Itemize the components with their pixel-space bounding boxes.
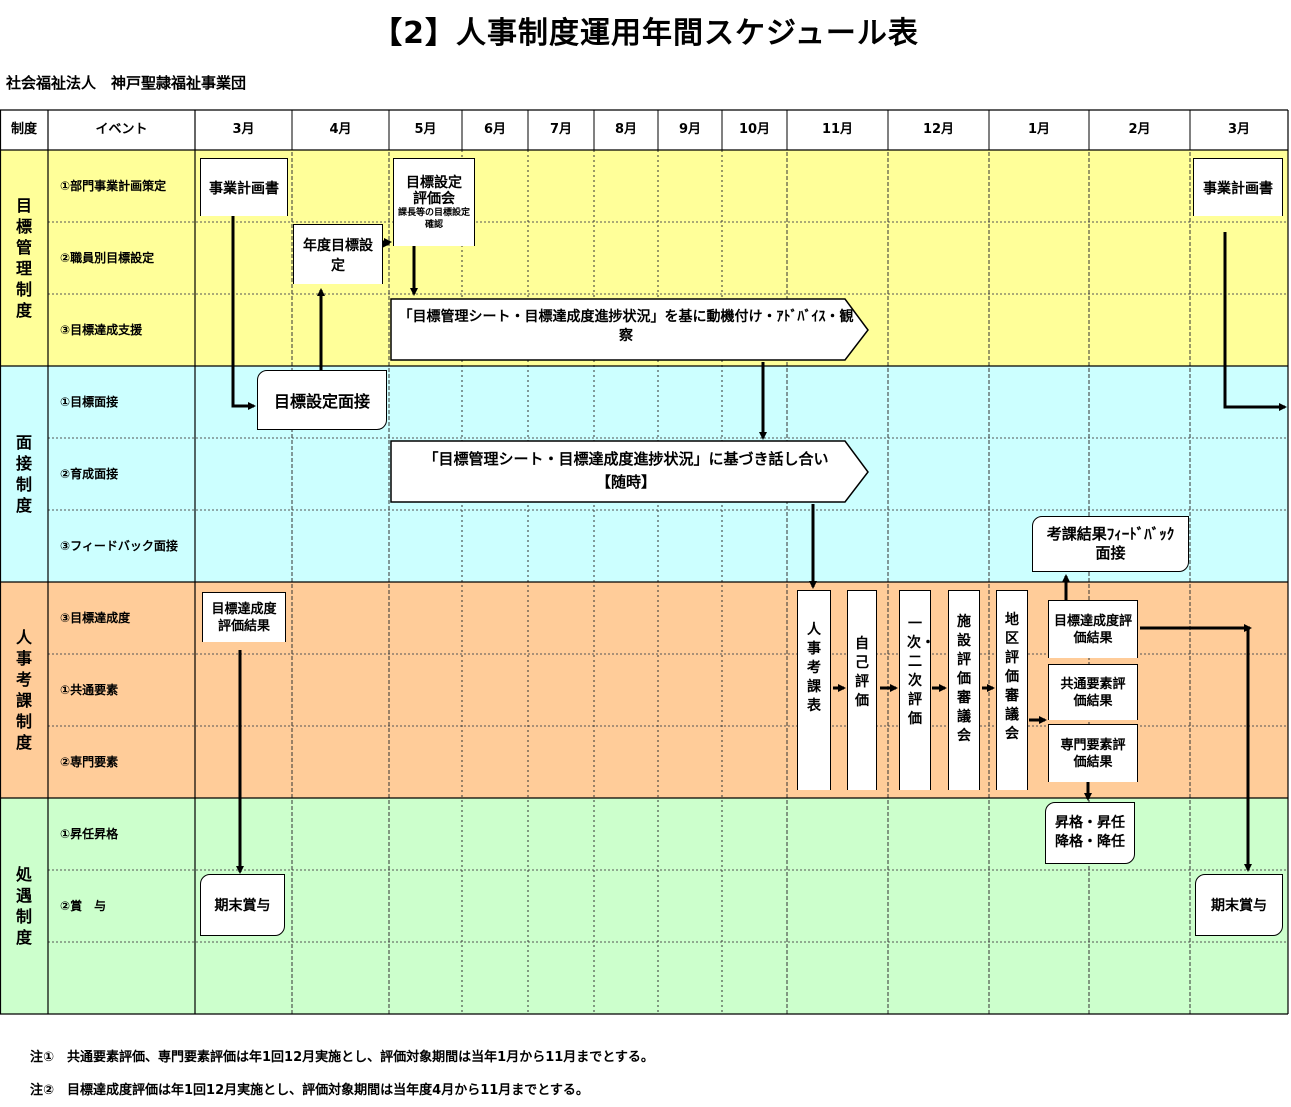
header-month: 6月 xyxy=(483,122,507,137)
goal-interview-box: 目標設定面接 xyxy=(257,370,387,430)
header-month: 8月 xyxy=(614,122,638,137)
row-label: ②賞 与 xyxy=(60,899,107,913)
flow-arrow xyxy=(231,214,256,410)
row-label: ②育成面接 xyxy=(60,467,119,481)
self-evaluation-box: 自己評価 xyxy=(847,590,877,790)
row-label: ①共通要素 xyxy=(60,683,119,697)
row-label: ③目標達成度 xyxy=(60,611,131,625)
header-month: 7月 xyxy=(549,122,573,137)
goal-eval-meeting-box: 目標設定評価会 課長等の目標設定確認 xyxy=(393,158,475,246)
note-1: 注① 共通要素評価、専門要素評価は年1回12月実施とし、評価対象期間は当年1月か… xyxy=(30,1050,654,1065)
yearly-goal-box: 年度目標設定 xyxy=(293,224,383,284)
flow-arrow xyxy=(1223,232,1287,411)
header-month: 9月 xyxy=(678,122,702,137)
header-event: イベント xyxy=(95,122,148,137)
achievement-result-box-left: 目標達成度評価結果 xyxy=(202,592,286,642)
special-element-result-box: 専門要素評価結果 xyxy=(1048,724,1138,782)
header-month: 10月 xyxy=(738,122,771,137)
support-banner-shape xyxy=(390,298,869,361)
header-month: 5月 xyxy=(414,122,437,137)
organization-name: 社会福祉法人 神戸聖隷福祉事業団 xyxy=(6,74,247,92)
header-month: 3月 xyxy=(232,122,255,137)
primary-secondary-evaluation-box: 一次・二次評価 xyxy=(899,590,935,790)
feedback-interview-box: 考課結果ﾌｨｰﾄﾞﾊﾞｯｸ面接 xyxy=(1032,516,1189,572)
section-label-goal: 目標管理制度 xyxy=(15,196,32,320)
section-label-treatment: 処遇制度 xyxy=(15,865,32,947)
note-2: 注② 目標達成度評価は年1回12月実施とし、評価対象期間は当年度4月から11月ま… xyxy=(30,1083,589,1098)
bonus-box-left: 期末賞与 xyxy=(200,874,285,936)
row-label: ③目標達成支援 xyxy=(60,323,143,337)
row-label: ②専門要素 xyxy=(60,755,119,769)
achievement-result-box-right: 目標達成度評価結果 xyxy=(1048,600,1138,658)
header-month: 11月 xyxy=(821,122,854,137)
header-system: 制度 xyxy=(10,122,37,137)
common-element-result-box: 共通要素評価結果 xyxy=(1048,664,1138,720)
business-plan-box-right: 事業計画書 xyxy=(1193,158,1283,216)
bonus-box-right: 期末賞与 xyxy=(1195,874,1283,936)
evaluation-sheet-box: 人事考課表 xyxy=(797,590,831,790)
section-label-evaluation: 人事考課制度 xyxy=(15,628,32,752)
header-month: 2月 xyxy=(1128,122,1151,137)
page-title: 【2】人事制度運用年間スケジュール表 xyxy=(372,16,919,51)
row-label: ①昇任昇格 xyxy=(60,827,119,841)
row-label: ③フィードバック面接 xyxy=(60,539,178,553)
section-label-interview: 面接制度 xyxy=(15,433,32,515)
row-label: ②職員別目標設定 xyxy=(60,251,155,265)
business-plan-box: 事業計画書 xyxy=(200,158,288,216)
development-banner-text: 「目標管理シート・目標達成度進捗状況」に基づき話し合い 【随時】 xyxy=(423,450,829,491)
header-month: 12月 xyxy=(922,122,955,137)
row-label: ①目標面接 xyxy=(60,395,119,409)
row-label: ①部門事業計画策定 xyxy=(60,179,167,193)
header-month: 4月 xyxy=(329,122,352,137)
support-banner-text: 「目標管理シート・目標達成度進捗状況」を基に動機付け・ｱﾄﾞﾊﾞｲｽ・観察 xyxy=(398,309,854,344)
district-review-board-box: 地区評価審議会 xyxy=(996,590,1028,790)
facility-review-board-box: 施設評価審議会 xyxy=(948,590,980,790)
header-month: 3月 xyxy=(1227,122,1251,137)
header-month: 1月 xyxy=(1027,122,1051,137)
development-banner-shape xyxy=(390,440,869,503)
promotion-box: 昇格・昇任降格・降任 xyxy=(1045,802,1135,864)
